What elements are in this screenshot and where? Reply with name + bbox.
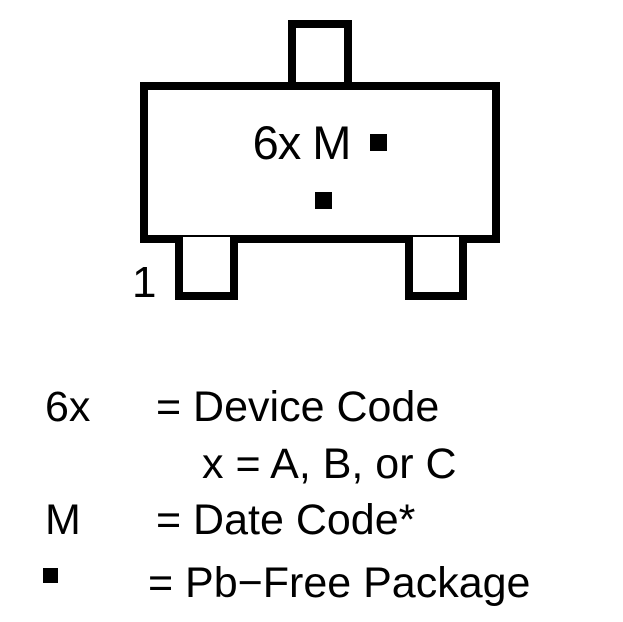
legend-row-device-code: 6x = Device Code — [0, 386, 623, 558]
legend-row-date-code: M = Date Code* — [0, 499, 623, 622]
package-bottom-left-pin — [175, 237, 238, 300]
pb-free-square-icon — [315, 192, 332, 209]
pb-free-square-icon — [370, 134, 388, 151]
package-body-outline — [140, 82, 500, 243]
legend-definition-date-code: = Date Code* — [156, 496, 416, 544]
legend-symbol-date-code: M — [45, 496, 81, 544]
device-marking-text: 6x M — [252, 116, 352, 169]
legend-definition-device-code-variants: x = A, B, or C — [202, 440, 457, 488]
legend-symbol-device-code: 6x — [45, 383, 91, 431]
pb-free-square-icon — [43, 568, 58, 583]
package-bottom-right-pin — [405, 237, 467, 300]
pin1-label: 1 — [132, 258, 157, 307]
legend-row-device-code-variants: x = A, B, or C — [0, 443, 623, 572]
package-top-pin — [288, 20, 352, 86]
legend-definition-device-code: = Device Code — [156, 383, 440, 431]
legend-row-pb-free: = Pb−Free Package — [0, 562, 623, 622]
package-marking-row: 6x M — [140, 119, 500, 166]
legend-definition-pb-free: = Pb−Free Package — [148, 559, 531, 607]
